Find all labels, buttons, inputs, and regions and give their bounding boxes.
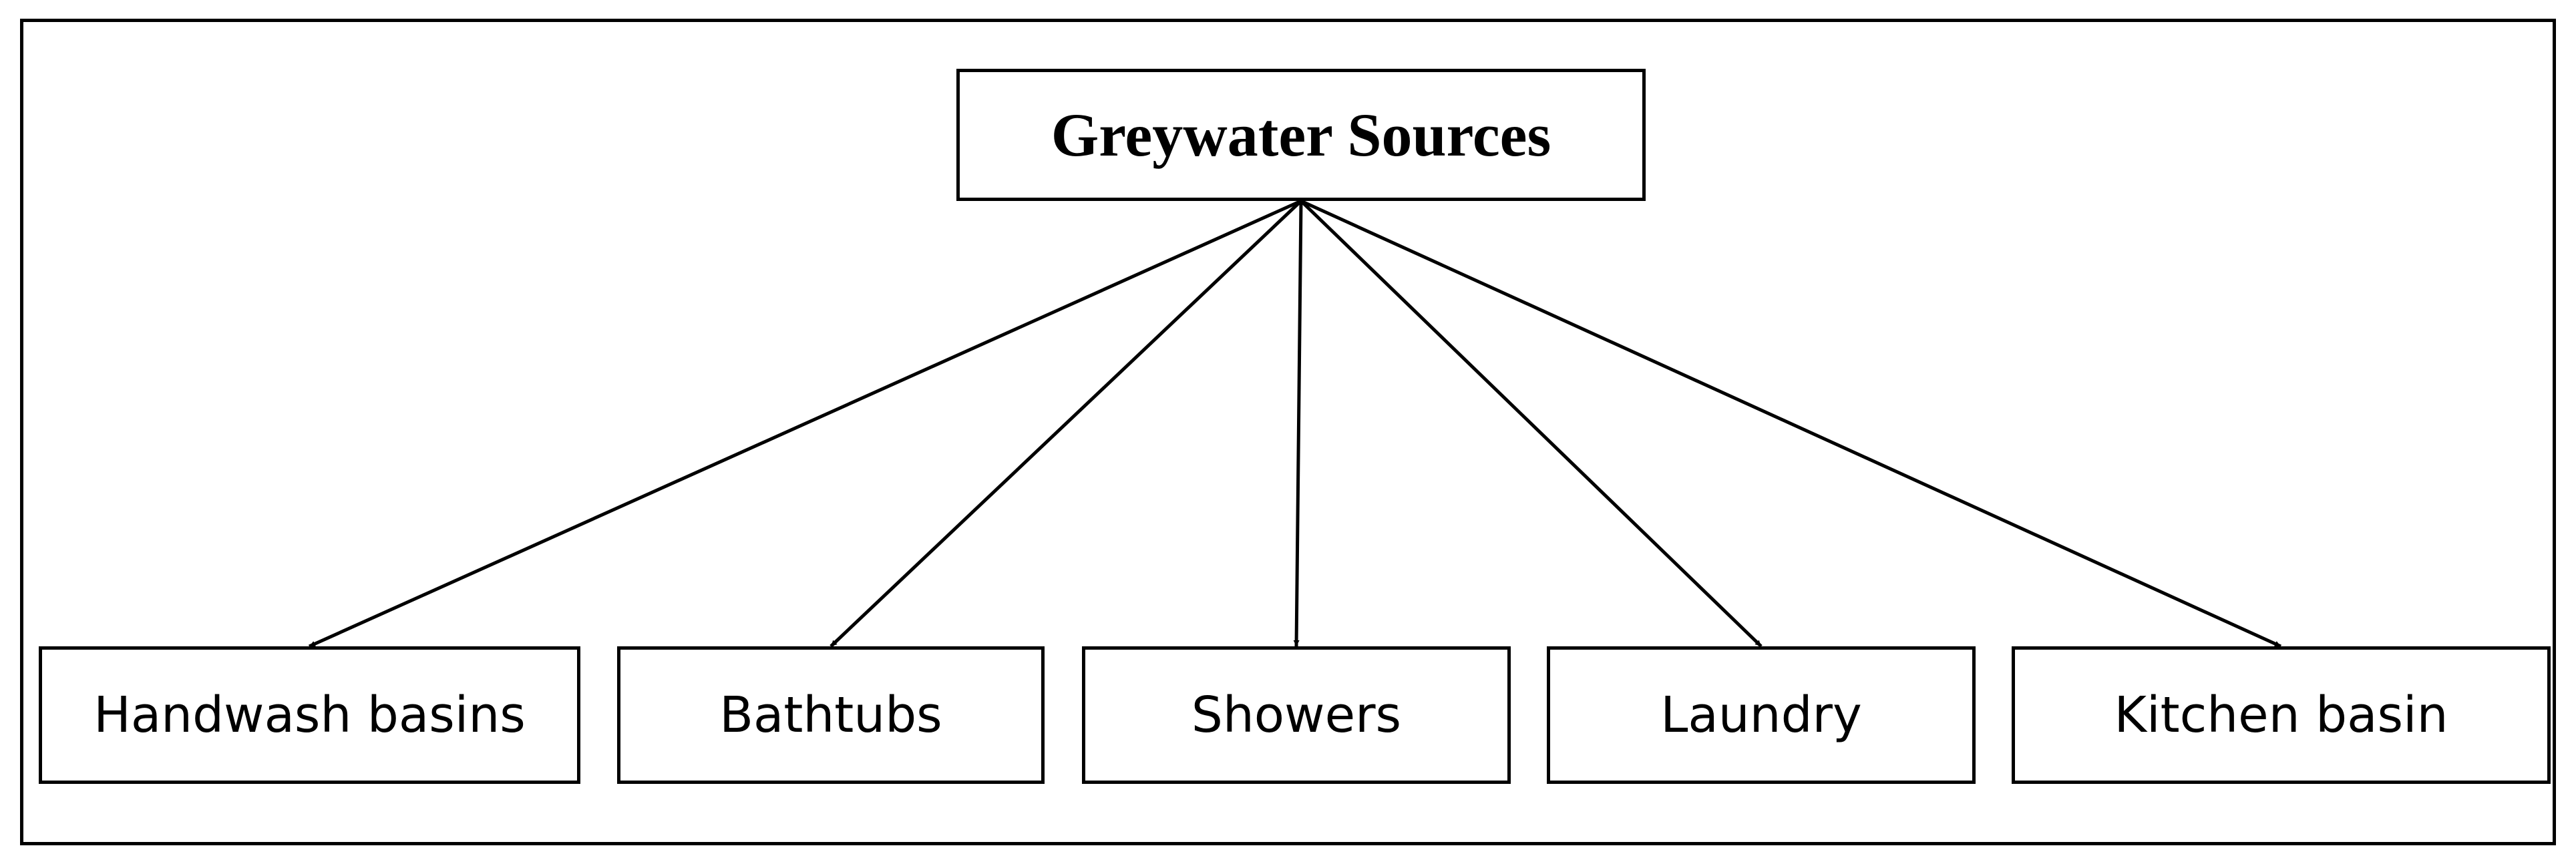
- child-node-label: Handwash basins: [94, 686, 526, 744]
- root-node-greywater-sources: Greywater Sources: [956, 69, 1646, 201]
- child-node-bathtubs: Bathtubs: [617, 646, 1045, 784]
- child-node-kitchen-basin: Kitchen basin: [2012, 646, 2551, 784]
- child-node-label: Kitchen basin: [2114, 686, 2448, 744]
- child-node-label: Bathtubs: [719, 686, 942, 744]
- child-node-handwash-basins: Handwash basins: [39, 646, 580, 784]
- child-node-label: Laundry: [1660, 686, 1862, 744]
- diagram-frame: [20, 19, 2556, 845]
- child-node-laundry: Laundry: [1547, 646, 1976, 784]
- child-node-label: Showers: [1191, 686, 1402, 744]
- child-node-showers: Showers: [1082, 646, 1511, 784]
- root-node-label: Greywater Sources: [1051, 101, 1551, 169]
